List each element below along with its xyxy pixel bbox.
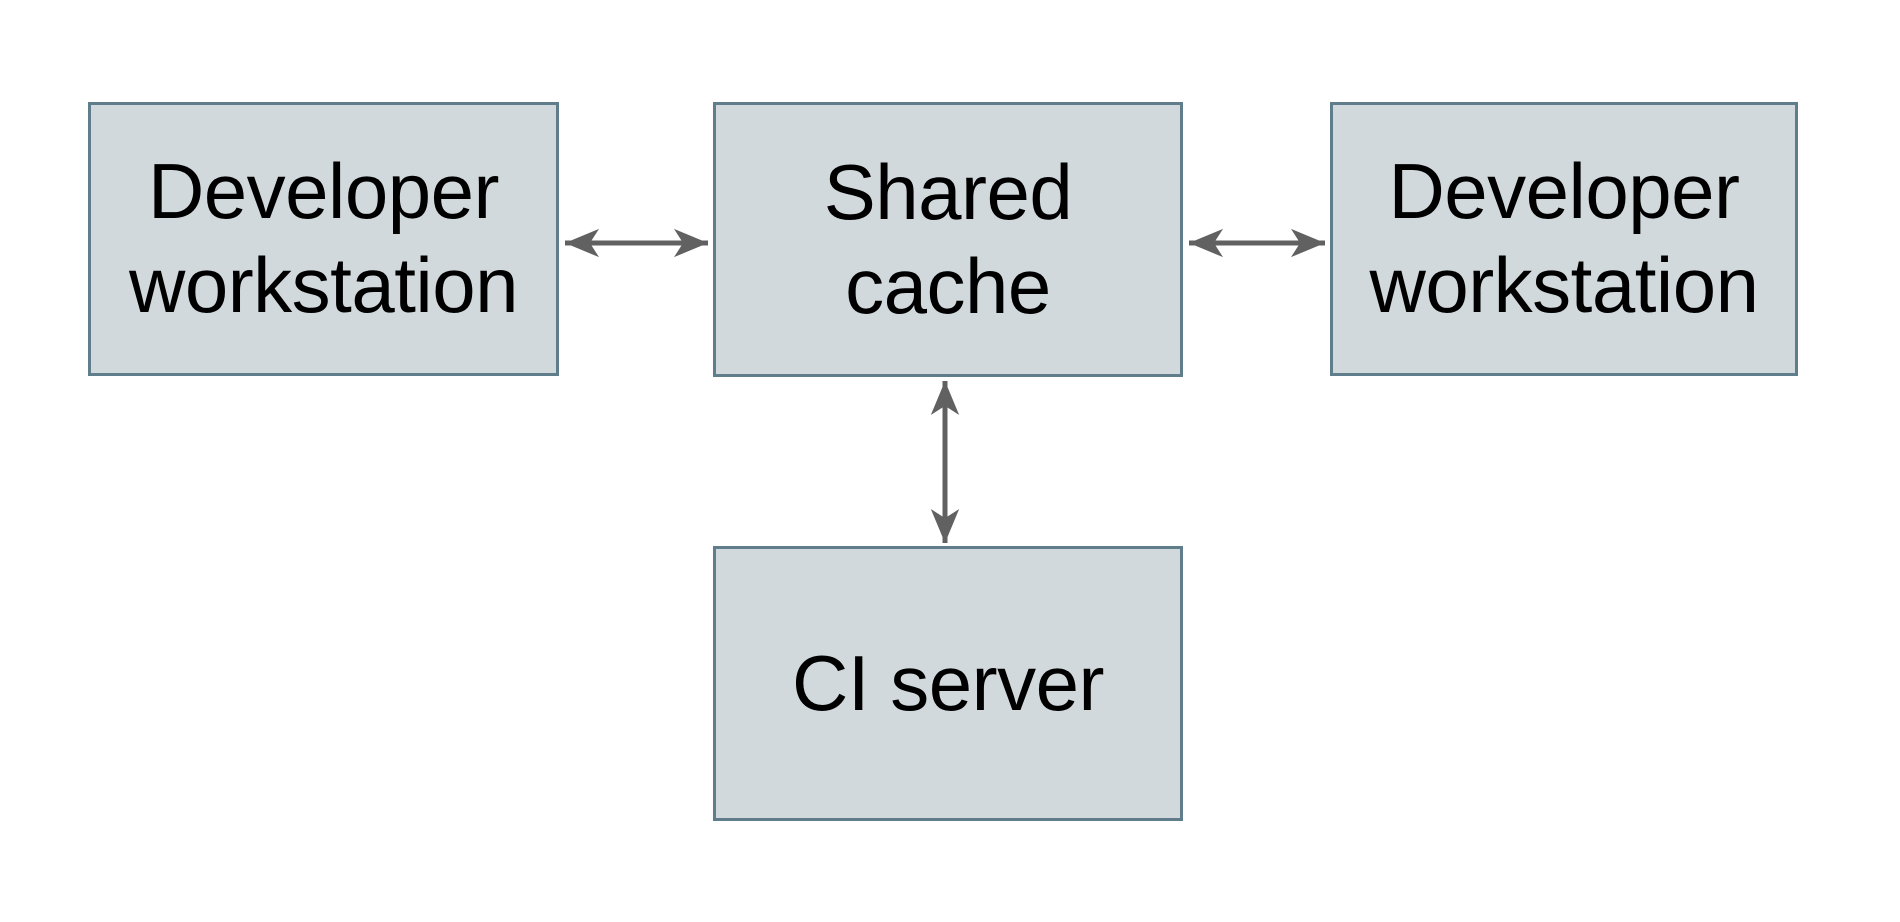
node-label: Developer workstation [129, 147, 519, 329]
node-label: CI server [792, 638, 1104, 727]
node-developer-workstation-right: Developer workstation [1330, 102, 1798, 376]
node-developer-workstation-left: Developer workstation [88, 102, 559, 376]
node-label: Shared cache [823, 147, 1073, 330]
node-shared-cache: Shared cache [713, 102, 1183, 377]
node-ci-server: CI server [713, 546, 1183, 821]
node-label: Developer workstation [1369, 147, 1760, 329]
